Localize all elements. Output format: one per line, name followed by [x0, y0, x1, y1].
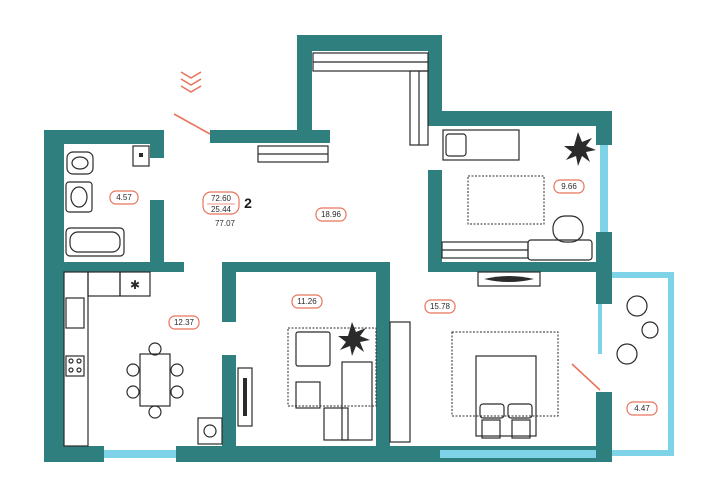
entrance-chevrons-icon	[180, 71, 202, 93]
area-label-bathroom: 4.57	[109, 190, 139, 205]
area-value-master-bedroom: 15.78	[430, 302, 451, 311]
rooms-count: 2	[244, 195, 252, 211]
entrance-door	[173, 113, 211, 135]
bathroom-fixtures	[65, 145, 150, 257]
living-area: 25.44	[211, 205, 232, 214]
snowflake-icon: ✱	[130, 278, 140, 292]
area-label-living: 11.26	[291, 294, 323, 309]
total-area: 72.60	[211, 194, 232, 203]
area-value-hall: 18.96	[321, 210, 342, 219]
area-value-small-bedroom: 9.66	[561, 182, 577, 191]
area-value-living: 11.26	[297, 297, 317, 306]
area-label-small-bedroom: 9.66	[553, 179, 585, 194]
area-label-balcony: 4.47	[626, 401, 658, 416]
total-area-with-balcony: 77.07	[215, 219, 236, 228]
walls	[44, 35, 612, 462]
area-label-master-bedroom: 15.78	[424, 299, 456, 314]
master-bedroom-furniture	[389, 271, 559, 443]
living-room-furniture	[237, 322, 377, 441]
balcony-furniture	[616, 295, 659, 365]
wardrobes	[257, 52, 429, 163]
area-value-kitchen: 12.37	[174, 318, 195, 327]
apartment-summary: 72.60 25.44 2 77.07	[202, 191, 252, 228]
area-label-hall: 18.96	[315, 207, 347, 222]
kitchen-furniture: ✱	[63, 271, 223, 447]
area-value-balcony: 4.47	[634, 404, 650, 413]
area-label-kitchen: 12.37	[168, 315, 200, 330]
small-bedroom-furniture	[441, 129, 596, 261]
balcony-door	[571, 363, 601, 391]
area-value-bathroom: 4.57	[116, 193, 132, 202]
windows	[104, 145, 674, 458]
